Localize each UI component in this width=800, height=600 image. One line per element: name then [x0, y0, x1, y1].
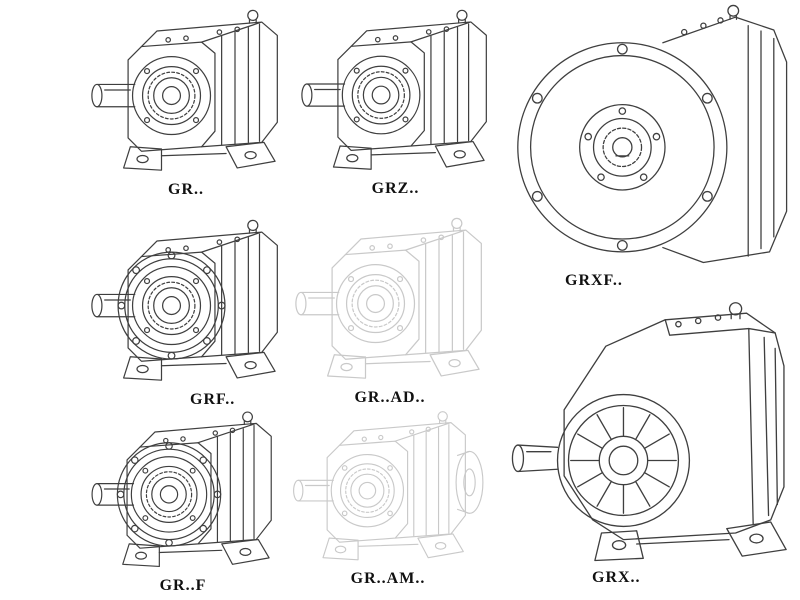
gearbox-drawing-gr-ad [295, 217, 482, 379]
figure-grz: GRZ.. [298, 2, 493, 198]
figure-grx: GRX.. [500, 300, 792, 587]
figure-grxf: GRXF.. [505, 0, 793, 290]
figure-label-grx: GRX.. [592, 569, 641, 586]
figure-label-grz: GRZ.. [371, 180, 420, 197]
figure-label-gr-am: GR..AM.. [350, 570, 426, 587]
gearbox-drawing-gr-f [88, 404, 278, 574]
gearbox-drawing-grz [301, 9, 487, 170]
figure-gr-f: GR..F [88, 404, 278, 595]
figure-label-grf: GRF.. [190, 391, 236, 408]
figure-gr-ad: GR..AD.. [292, 210, 488, 407]
figure-label-gr-f: GR..F [159, 577, 207, 594]
figure-label-grxf: GRXF.. [565, 272, 623, 289]
gearbox-drawing-gr-am [290, 404, 486, 567]
figure-gr-am: GR..AM.. [290, 404, 486, 588]
gearbox-drawing-grx [511, 302, 787, 562]
gearbox-drawing-grxf [517, 4, 788, 264]
figure-gr: GR.. [88, 2, 284, 199]
figure-label-gr-ad: GR..AD.. [354, 389, 426, 406]
figure-grf: GRF.. [88, 212, 284, 409]
gearbox-drawing-grf [88, 212, 284, 388]
figure-label-gr: GR.. [168, 181, 204, 198]
gearbox-drawing-gr [91, 9, 278, 171]
